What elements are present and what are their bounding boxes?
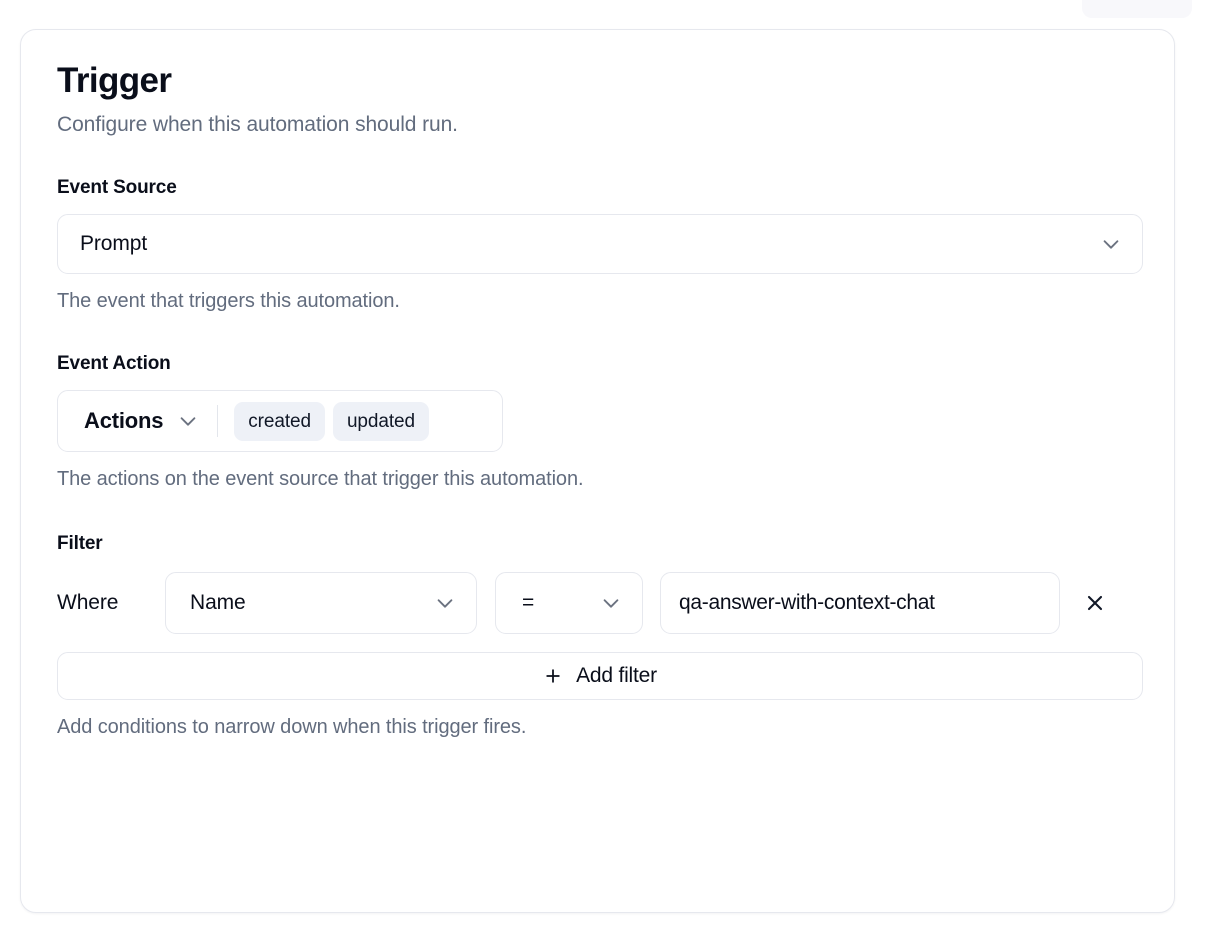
chevron-down-icon <box>1100 233 1122 255</box>
filter-label: Filter <box>57 533 103 554</box>
page-title: Trigger <box>57 61 172 100</box>
filter-operator-value: = <box>522 591 535 614</box>
remove-filter-button[interactable] <box>1078 586 1112 620</box>
event-action-selector-label: Actions <box>84 408 164 433</box>
close-icon <box>1083 591 1107 615</box>
add-filter-label: Add filter <box>576 664 657 687</box>
status-badge[interactable]: created <box>234 401 325 441</box>
status-badge[interactable]: updated <box>332 401 429 441</box>
event-source-value: Prompt <box>80 232 148 255</box>
event-action-help: The actions on the event source that tri… <box>57 468 584 490</box>
plus-icon <box>543 666 563 686</box>
filter-field-select[interactable]: Name <box>165 572 477 634</box>
event-action-label: Event Action <box>57 353 171 374</box>
page-subtitle: Configure when this automation should ru… <box>57 113 458 136</box>
add-filter-button[interactable]: Add filter <box>57 652 1143 700</box>
combo-divider <box>217 405 219 437</box>
event-action-combo[interactable]: Actions created updated <box>57 390 503 452</box>
trigger-card: Trigger Configure when this automation s… <box>20 29 1175 913</box>
where-label: Where <box>57 591 119 614</box>
filter-field-value: Name <box>190 591 246 614</box>
event-source-label: Event Source <box>57 177 177 198</box>
chevron-down-icon <box>434 592 456 614</box>
chevron-down-icon <box>600 592 622 614</box>
event-action-group: Event Action Actions created updated The… <box>57 352 1138 492</box>
filter-group: Filter Where Name = qa-answer-with-c <box>57 532 1143 740</box>
event-source-select[interactable]: Prompt <box>57 214 1143 274</box>
top-edge-artifact <box>1082 0 1192 18</box>
filter-help: Add conditions to narrow down when this … <box>57 716 527 738</box>
filter-value-input[interactable]: qa-answer-with-context-chat <box>660 572 1060 634</box>
filter-row: Where Name = qa-answer-with-context-chat <box>57 572 1138 634</box>
event-source-help: The event that triggers this automation. <box>57 290 400 312</box>
filter-value-text: qa-answer-with-context-chat <box>679 591 935 614</box>
event-source-group: Event Source Prompt The event that trigg… <box>57 176 1143 314</box>
filter-operator-select[interactable]: = <box>495 572 643 634</box>
chevron-down-icon[interactable] <box>177 410 199 432</box>
event-action-badges: created updated <box>234 401 429 441</box>
